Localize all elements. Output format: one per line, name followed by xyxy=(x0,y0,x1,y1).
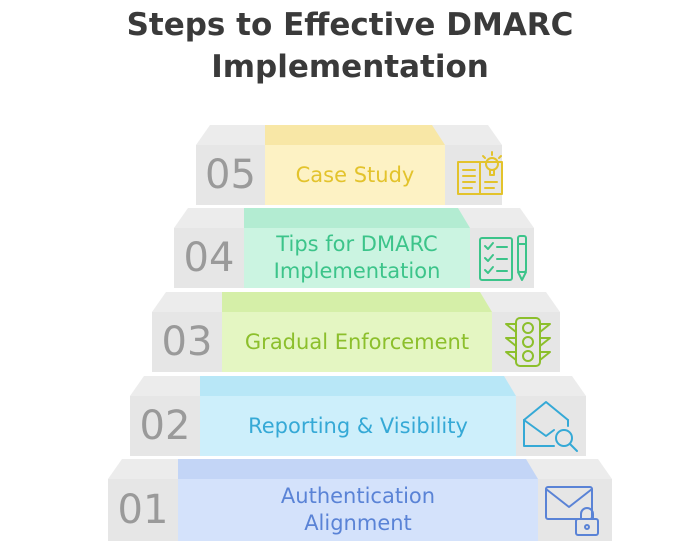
step-04-top xyxy=(244,208,470,228)
step-number-03: 03 xyxy=(161,319,213,365)
step-label-02: Reporting & Visibility xyxy=(248,413,468,438)
step-label-01: Authentication Alignment xyxy=(280,484,436,535)
step-03-panel xyxy=(222,312,492,372)
title-line-2: Implementation xyxy=(211,49,489,85)
step-04-panel xyxy=(244,228,470,288)
step-label-03: Gradual Enforcement xyxy=(244,329,470,354)
step-02-panel xyxy=(200,396,516,456)
title-line-1: Steps to Effective DMARC xyxy=(126,7,574,43)
traffic-light-icon xyxy=(505,317,551,367)
step-number-02: 02 xyxy=(139,403,191,449)
step-01-shape xyxy=(108,459,612,541)
mail-search-icon xyxy=(523,401,578,452)
step-01-top xyxy=(178,459,538,479)
step-03-shape xyxy=(152,292,560,372)
diagram-title: Steps to Effective DMARC Implementation xyxy=(0,4,700,88)
mail-lock-icon xyxy=(545,486,599,536)
step-01-panel xyxy=(178,479,538,541)
book-lightbulb-icon xyxy=(457,151,503,195)
step-02-top xyxy=(200,376,516,396)
step-label-04: Tips for DMARC Implementation xyxy=(273,232,441,283)
step-05-panel xyxy=(265,145,445,205)
step-05-top xyxy=(265,125,445,145)
step-number-01: 01 xyxy=(117,487,169,533)
step-label-05: Case Study xyxy=(295,162,415,187)
step-number-05: 05 xyxy=(205,152,256,198)
checklist-pen-icon xyxy=(479,235,527,281)
step-number-04: 04 xyxy=(183,235,235,281)
step-02-shape xyxy=(130,376,586,456)
step-03-top xyxy=(222,292,492,312)
